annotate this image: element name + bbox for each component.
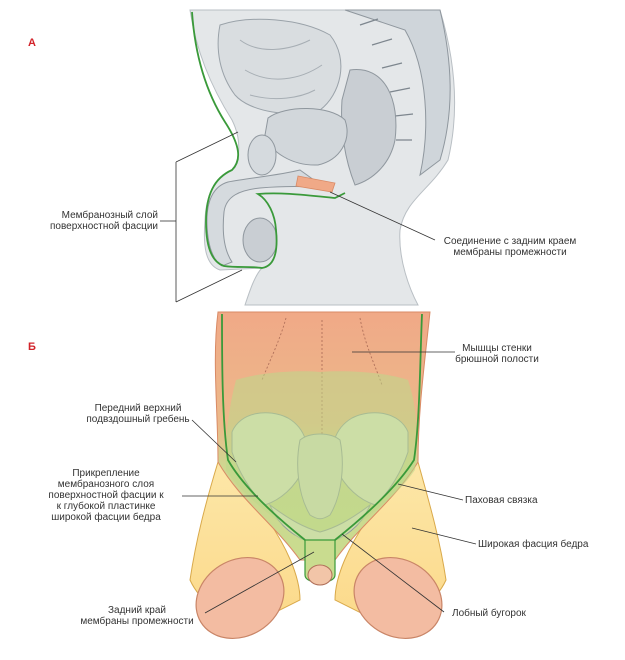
panel-b-leaders bbox=[182, 351, 477, 614]
label-posterior-edge-perineal-membrane: Задний край мембраны промежности bbox=[80, 605, 194, 627]
label-anterior-superior-iliac: Передний верхний подвздошный гребень bbox=[86, 403, 190, 425]
panel-a-leader-junction bbox=[329, 191, 436, 241]
sagittal-section-figure bbox=[160, 9, 456, 306]
panel-label-a: А bbox=[28, 37, 36, 49]
testis bbox=[242, 217, 278, 263]
panel-label-b: Б bbox=[28, 341, 36, 353]
membranous-fascia-region bbox=[225, 371, 417, 540]
perineal-membrane bbox=[295, 175, 336, 193]
label-inguinal-ligament: Паховая связка bbox=[465, 495, 538, 506]
intestine-folds bbox=[239, 39, 323, 100]
pubic-bone bbox=[247, 134, 277, 176]
membranous-fascia-line bbox=[191, 11, 346, 269]
label-abdominal-wall-muscles: Мышцы стенки брюшной полости bbox=[455, 343, 539, 365]
left-thigh-section bbox=[195, 556, 285, 640]
glans bbox=[307, 564, 333, 586]
membranous-fascia-edge bbox=[221, 313, 423, 541]
vertebra-outlines bbox=[359, 18, 414, 141]
panel-a-callout-box bbox=[175, 131, 243, 303]
penis bbox=[206, 169, 327, 267]
label-junction-posterior-edge: Соединение с задним краем мембраны проме… bbox=[443, 236, 577, 258]
label-fascia-attachment: Прикрепление мембранозного слоя поверхно… bbox=[48, 468, 164, 523]
label-pubic-tubercle: Лобный бугорок bbox=[452, 608, 526, 619]
bladder bbox=[264, 108, 348, 166]
sacrum bbox=[344, 9, 451, 177]
anterior-view-figure bbox=[182, 311, 477, 640]
right-thigh-section bbox=[353, 556, 443, 640]
label-fascia-lata: Широкая фасция бедра bbox=[478, 539, 589, 550]
label-membranous-layer: Мембранозный слой поверхностной фасции bbox=[50, 210, 158, 232]
